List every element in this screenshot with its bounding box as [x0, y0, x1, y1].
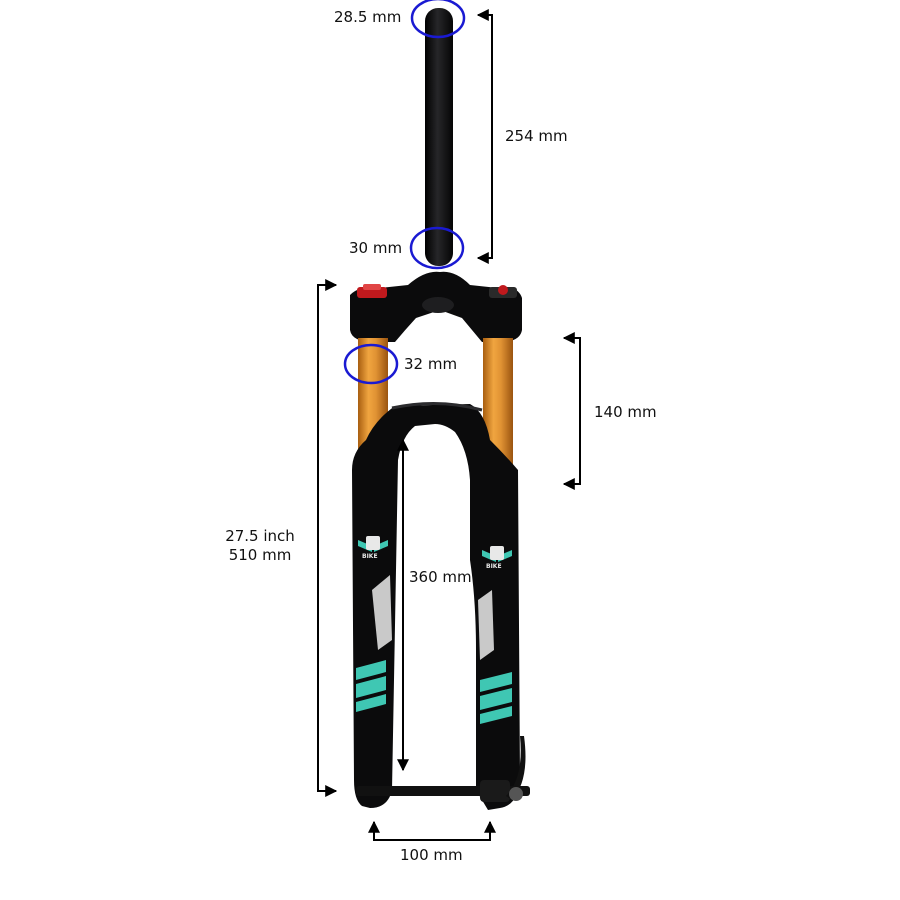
- travel-bracket: [562, 332, 581, 490]
- qr-lever: [506, 736, 526, 801]
- stanchion-circle: [343, 343, 399, 385]
- fork-crown: [350, 271, 522, 342]
- right-brand-logo: [482, 546, 512, 562]
- left-teal-chevron: [356, 660, 386, 712]
- steerer-tube: [425, 8, 453, 266]
- right-logo-text: BIKE: [486, 563, 502, 570]
- axle-to-crown-line2: 510 mm: [228, 546, 292, 564]
- lower-legs: [352, 402, 520, 810]
- left-red-knob: [357, 284, 387, 298]
- left-brand-logo: [358, 536, 388, 552]
- right-grey-decal: [478, 590, 494, 660]
- right-cap: [489, 285, 517, 298]
- axle-spacing-label: 100 mm: [400, 846, 463, 864]
- steerer-top-circle: [410, 0, 466, 39]
- axle-spacing-bracket: [368, 820, 496, 841]
- axle-to-crown-label: 27.5 inch 510 mm: [214, 527, 306, 565]
- steerer-length-bracket: [476, 9, 493, 264]
- right-teal-chevron: [480, 672, 512, 724]
- lower-leg-length-label: 360 mm: [409, 568, 472, 586]
- axle-to-crown-bracket: [317, 279, 338, 797]
- steerer-base-circle: [409, 226, 465, 270]
- steerer-top-diameter-label: 28.5 mm: [334, 8, 402, 26]
- stanchion-diameter-label: 32 mm: [404, 355, 458, 373]
- axle-to-crown-line1: 27.5 inch: [225, 527, 295, 545]
- thru-axle: [356, 780, 530, 802]
- left-grey-decal: [372, 575, 392, 650]
- travel-label: 140 mm: [594, 403, 657, 421]
- steerer-length-label: 254 mm: [505, 127, 568, 145]
- left-logo-text: BIKE: [362, 553, 378, 560]
- steerer-base-diameter-label: 30 mm: [349, 239, 403, 257]
